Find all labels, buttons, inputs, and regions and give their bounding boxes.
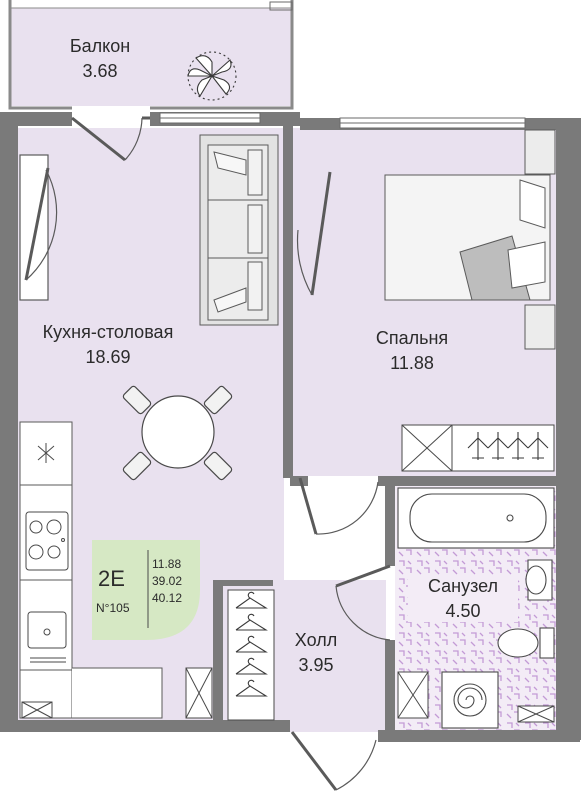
kitchen-label: Кухня-столовая 18.69 xyxy=(18,322,198,368)
badge-number: N°105 xyxy=(96,601,130,615)
room-area: 3.95 xyxy=(298,655,334,675)
badge-area-living: 11.88 xyxy=(152,557,182,571)
hall-label: Холл 3.95 xyxy=(276,630,356,676)
badge-areas: 11.88 39.02 40.12 xyxy=(152,556,182,607)
bedroom-label: Спальня 11.88 xyxy=(352,328,472,374)
apartment-badge xyxy=(92,540,200,640)
table-icon xyxy=(122,385,233,481)
cabinet-icon xyxy=(21,667,213,719)
plant-icon xyxy=(187,51,237,101)
room-area: 4.50 xyxy=(445,601,481,621)
cabinet-icon xyxy=(397,671,555,723)
balcony-outline xyxy=(8,0,294,110)
room-area: 18.69 xyxy=(85,347,131,367)
badge-area-total: 39.02 xyxy=(152,574,183,588)
room-name: Санузел xyxy=(427,576,499,596)
balcony-floor xyxy=(10,8,292,106)
badge-code: 2E xyxy=(98,566,125,591)
room-name: Холл xyxy=(294,630,338,650)
hall-wardrobe xyxy=(227,589,275,721)
bed-icon xyxy=(384,129,556,350)
toilet-icon xyxy=(497,627,555,659)
room-name: Кухня-столовая xyxy=(42,322,174,342)
stove-icon xyxy=(25,511,69,571)
sink-icon xyxy=(27,611,67,663)
washing-machine-icon xyxy=(441,671,499,729)
bathtub-icon xyxy=(397,487,555,549)
room-name: Спальня xyxy=(375,328,449,348)
fridge-icon xyxy=(37,443,55,463)
room-name: Балкон xyxy=(69,36,131,56)
window-icon xyxy=(159,1,526,129)
bathroom-label: Санузел 4.50 xyxy=(408,576,518,622)
room-area: 3.68 xyxy=(82,61,118,81)
door-icon xyxy=(71,116,391,791)
sink-icon xyxy=(525,559,553,601)
sofa-icon xyxy=(199,134,279,326)
balcony-label: Балкон 3.68 xyxy=(40,36,160,82)
window-icon xyxy=(19,154,332,301)
badge-area-with-balcony: 40.12 xyxy=(152,591,183,605)
hanger-icon xyxy=(235,591,268,697)
room-area: 11.88 xyxy=(390,353,434,373)
hanger-icon xyxy=(467,432,549,460)
